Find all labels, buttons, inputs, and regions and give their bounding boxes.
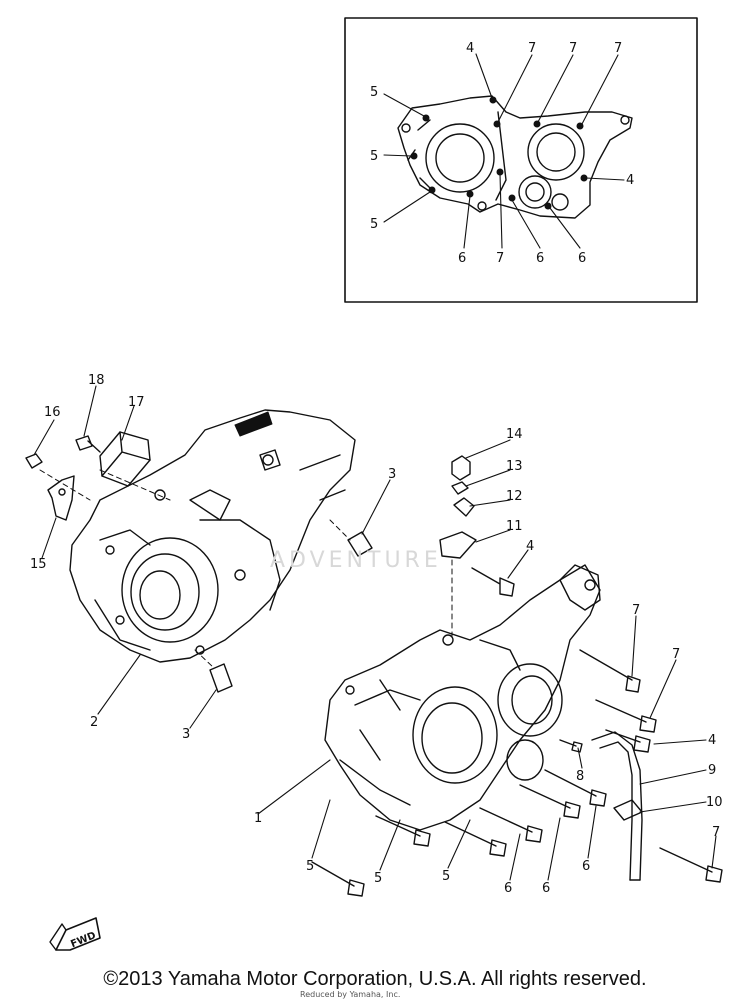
clamp-12: [453, 497, 475, 517]
inset-crankcase: [397, 95, 633, 219]
inset-view: 4 7 7 7 5 5 4 5 6 7 6 6: [344, 17, 698, 303]
dowel-3-upper: [347, 531, 373, 557]
washer-13: [451, 481, 469, 495]
cover-17: [99, 431, 151, 487]
callout-7: 7: [632, 603, 640, 618]
callout-6: 6: [504, 881, 512, 896]
bolt-16: [25, 453, 43, 469]
inset-leaders: [383, 53, 625, 249]
callout-14: 14: [506, 427, 523, 442]
right-small-parts: [439, 455, 515, 641]
inset-callout: 5: [370, 85, 378, 100]
inset-callout: 7: [569, 41, 577, 56]
bracket-15: [47, 475, 75, 521]
inset-callout: 6: [536, 251, 544, 266]
inset-callout: 6: [578, 251, 586, 266]
callout-15: 15: [30, 557, 47, 572]
inset-bolt-markers: [410, 96, 588, 210]
copyright-notice: ©2013 Yamaha Motor Corporation, U.S.A. A…: [103, 968, 647, 990]
inset-callout: 4: [626, 173, 634, 188]
left-small-parts: [25, 431, 373, 693]
callout-5: 5: [374, 871, 382, 886]
callout-1: 1: [254, 811, 262, 826]
inset-callout: 7: [496, 251, 504, 266]
callout-3-lower: 3: [182, 727, 190, 742]
callout-3-upper: 3: [388, 467, 396, 482]
callout-2: 2: [90, 715, 98, 730]
crankcase-bolts: [311, 649, 723, 897]
callout-5: 5: [442, 869, 450, 884]
callout-12: 12: [506, 489, 523, 504]
callout-4-upper: 4: [526, 539, 534, 554]
callout-4-right: 4: [708, 733, 716, 748]
inset-callout-labels: 4 7 7 7 5 5 4 5 6 7 6 6: [370, 41, 634, 266]
holder-11: [439, 531, 477, 559]
callout-6: 6: [542, 881, 550, 896]
callout-7-lower: 7: [712, 825, 720, 840]
callout-11: 11: [506, 519, 523, 534]
callout-9: 9: [708, 763, 716, 778]
callout-8: 8: [576, 769, 584, 784]
callout-13: 13: [506, 459, 523, 474]
inset-callout: 5: [370, 149, 378, 164]
clamp-10: [613, 799, 643, 821]
dowel-3-lower: [209, 663, 233, 693]
callout-16: 16: [44, 405, 61, 420]
bolt-4-upper: [471, 567, 515, 597]
inset-callout: 7: [528, 41, 536, 56]
fwd-label: FWD: [69, 930, 97, 950]
bolt-14: [451, 455, 471, 481]
inset-bore-right: [527, 123, 585, 181]
callout-6: 6: [582, 859, 590, 874]
fwd-arrow-icon: FWD: [49, 917, 101, 951]
bolt-18: [75, 435, 101, 453]
callout-17: 17: [128, 395, 145, 410]
callout-10: 10: [706, 795, 723, 810]
main-leaders: [33, 385, 717, 881]
callout-7: 7: [672, 647, 680, 662]
inset-callout: 5: [370, 217, 378, 232]
watermark: ADVENTURE: [270, 548, 442, 573]
breather-hose: [591, 731, 643, 881]
reduction-stamp: Reduced by Yamaha, Inc.: [300, 990, 401, 999]
inset-callout: 4: [466, 41, 474, 56]
callout-18: 18: [88, 373, 105, 388]
left-crankcase-half: [69, 409, 356, 663]
inset-frame: [344, 17, 698, 303]
inset-callout: 7: [614, 41, 622, 56]
right-crankcase-half: [324, 564, 601, 831]
inset-callout: 6: [458, 251, 466, 266]
callout-5: 5: [306, 859, 314, 874]
inset-bore-left: [425, 123, 495, 193]
main-callout-labels: 18 17 16 15 3 2 3 14 13 12 11 4 7 7 4 8 …: [30, 373, 723, 896]
